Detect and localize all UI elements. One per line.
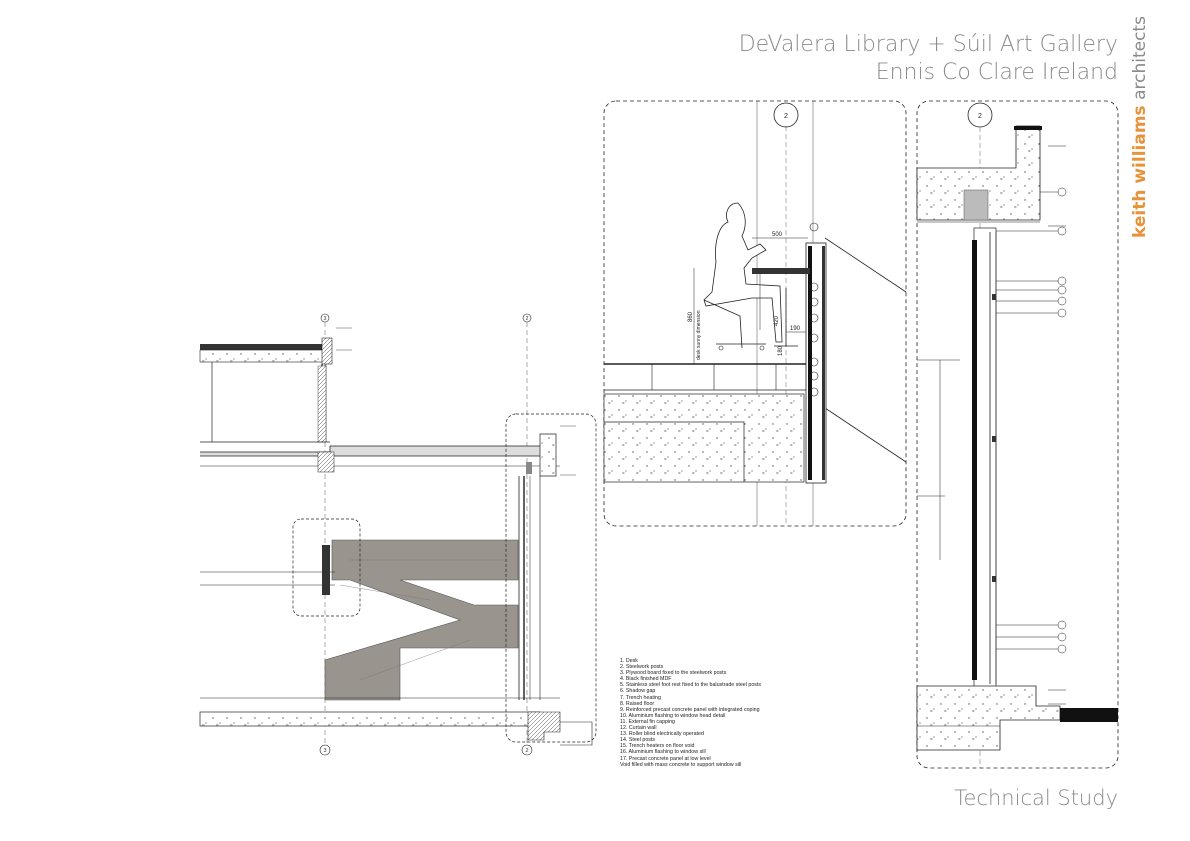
grid-label-bottom-b: 2 — [525, 748, 528, 754]
legend-item: 12. Curtain wall — [620, 725, 657, 732]
legend-item: 7. Trench heating — [620, 694, 661, 701]
dim-180: 180 — [778, 345, 784, 356]
legend-item: 2. Steelwork posts — [620, 664, 664, 671]
detail-marker-wall: 2 — [978, 113, 982, 120]
curtain-wall-detail — [916, 100, 1119, 769]
overall-section — [199, 313, 597, 756]
legend-item: 15. Trench heaters on floor void — [620, 743, 695, 750]
dim-860: 860 — [688, 311, 694, 322]
legend-item: 4. Black finished MDF — [620, 676, 672, 683]
legend-item: 16. Aluminium flashing to window sill — [620, 749, 706, 756]
grid-label-top-a: 3 — [324, 316, 327, 322]
grid-label-bottom-a: 3 — [323, 748, 326, 754]
legend-item: 13. Roller blind electrically operated — [620, 731, 704, 738]
legend-item: Void filled with mass concrete to suppor… — [620, 761, 742, 768]
dim-500: 500 — [772, 232, 783, 238]
dim-420: 420 — [774, 315, 780, 326]
legend-item: 5. Stainless steel foot rest fixed to th… — [620, 682, 762, 689]
project-location: Ennis Co Clare Ireland — [875, 60, 1118, 85]
legend-item: 3. Plywood board fixed to the steelwork … — [620, 670, 727, 677]
legend-item: 10. Aluminium flashing to window head de… — [620, 712, 726, 719]
dim-note: desk sunny dimension — [696, 310, 702, 360]
grid-label-top-b: 2 — [526, 316, 529, 322]
detail-marker-desk: 2 — [784, 113, 788, 120]
legend-item: 17. Precast concrete panel at low level — [620, 755, 711, 762]
legend-item: 6. Shadow gap — [620, 688, 656, 695]
legend-item: 11. External fin capping — [620, 718, 675, 725]
legend-item: 9. Reinforced precast concrete panel wit… — [620, 706, 760, 713]
project-title: DeValera Library + Súil Art Gallery — [738, 32, 1118, 57]
desk-detail — [603, 100, 907, 527]
sheet-subtitle: Technical Study — [954, 786, 1118, 810]
legend-item: 8. Raised floor — [620, 700, 655, 707]
legend-item: 14. Steel posts — [620, 737, 656, 744]
legend-item: 1. Desk — [620, 658, 638, 664]
dim-190: 190 — [790, 326, 801, 332]
